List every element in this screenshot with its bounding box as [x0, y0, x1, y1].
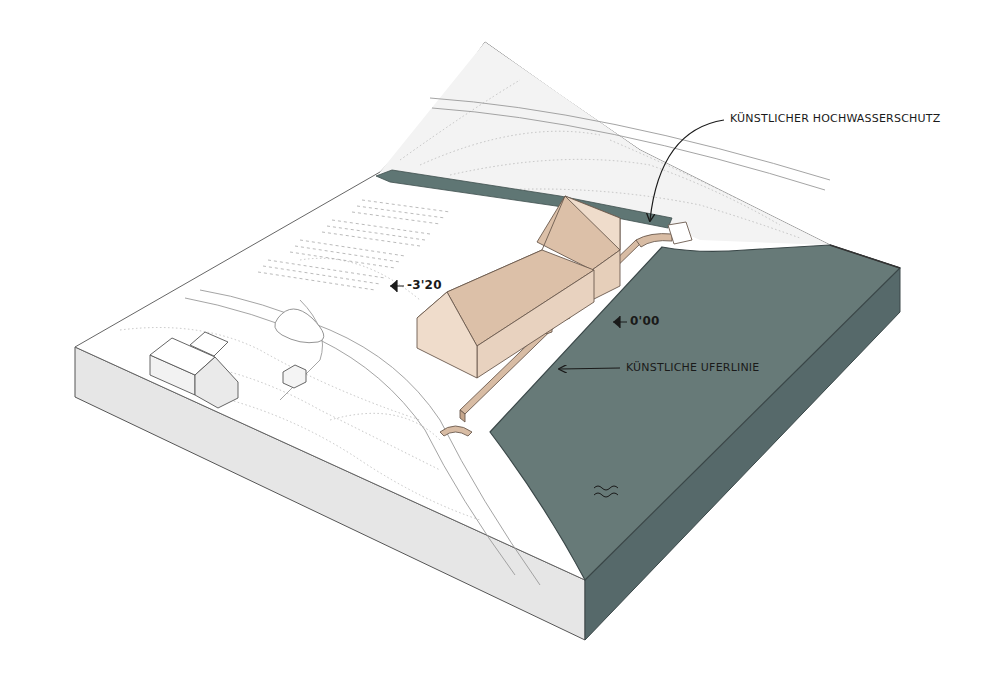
- level-symbol: [613, 316, 620, 328]
- existing-houses: [150, 332, 306, 408]
- parking-row: [352, 200, 450, 224]
- wave: [594, 486, 618, 490]
- leader-line: [650, 120, 724, 220]
- wall: [477, 270, 594, 378]
- wall-curve: [440, 426, 472, 436]
- parking-rows: [258, 200, 450, 290]
- gable-end: [565, 196, 620, 250]
- outlet-structure: [668, 222, 692, 244]
- contour-line: [230, 400, 480, 520]
- wall-curve: [636, 234, 672, 247]
- lake-edge: [830, 245, 900, 268]
- contour-line: [120, 328, 420, 421]
- level-symbol: [390, 280, 404, 292]
- leader-line: [560, 368, 620, 369]
- callout-label: KÜNSTLICHE UFERLINIE: [626, 361, 759, 374]
- parking-row: [290, 240, 405, 268]
- level-symbol: [613, 316, 627, 328]
- shed: [283, 365, 306, 388]
- level-label: 0'00: [630, 315, 660, 328]
- hill-road: [430, 98, 830, 190]
- level-symbol: [390, 280, 397, 292]
- wall: [592, 250, 620, 300]
- contour-line: [330, 413, 440, 440]
- road-edge: [430, 98, 830, 180]
- house-wing: [195, 357, 238, 408]
- level-symbols: [390, 280, 627, 328]
- new-building: [417, 196, 620, 378]
- gable-end: [417, 292, 477, 378]
- level-label: -3'20: [407, 279, 442, 292]
- roof-step: [542, 196, 565, 250]
- house-roof: [190, 332, 228, 356]
- parking-row: [322, 220, 430, 246]
- river: [376, 170, 672, 228]
- roundabout-island: [275, 309, 324, 343]
- contour-line: [300, 258, 420, 300]
- wave: [594, 493, 618, 497]
- parking-row: [258, 260, 385, 290]
- water-symbol: [594, 486, 618, 497]
- contour-line: [420, 131, 600, 165]
- wall-end: [460, 410, 465, 422]
- contour-line: [400, 80, 520, 160]
- callout-label: KÜNSTLICHER HOCHWASSERSCHUTZ: [730, 112, 940, 125]
